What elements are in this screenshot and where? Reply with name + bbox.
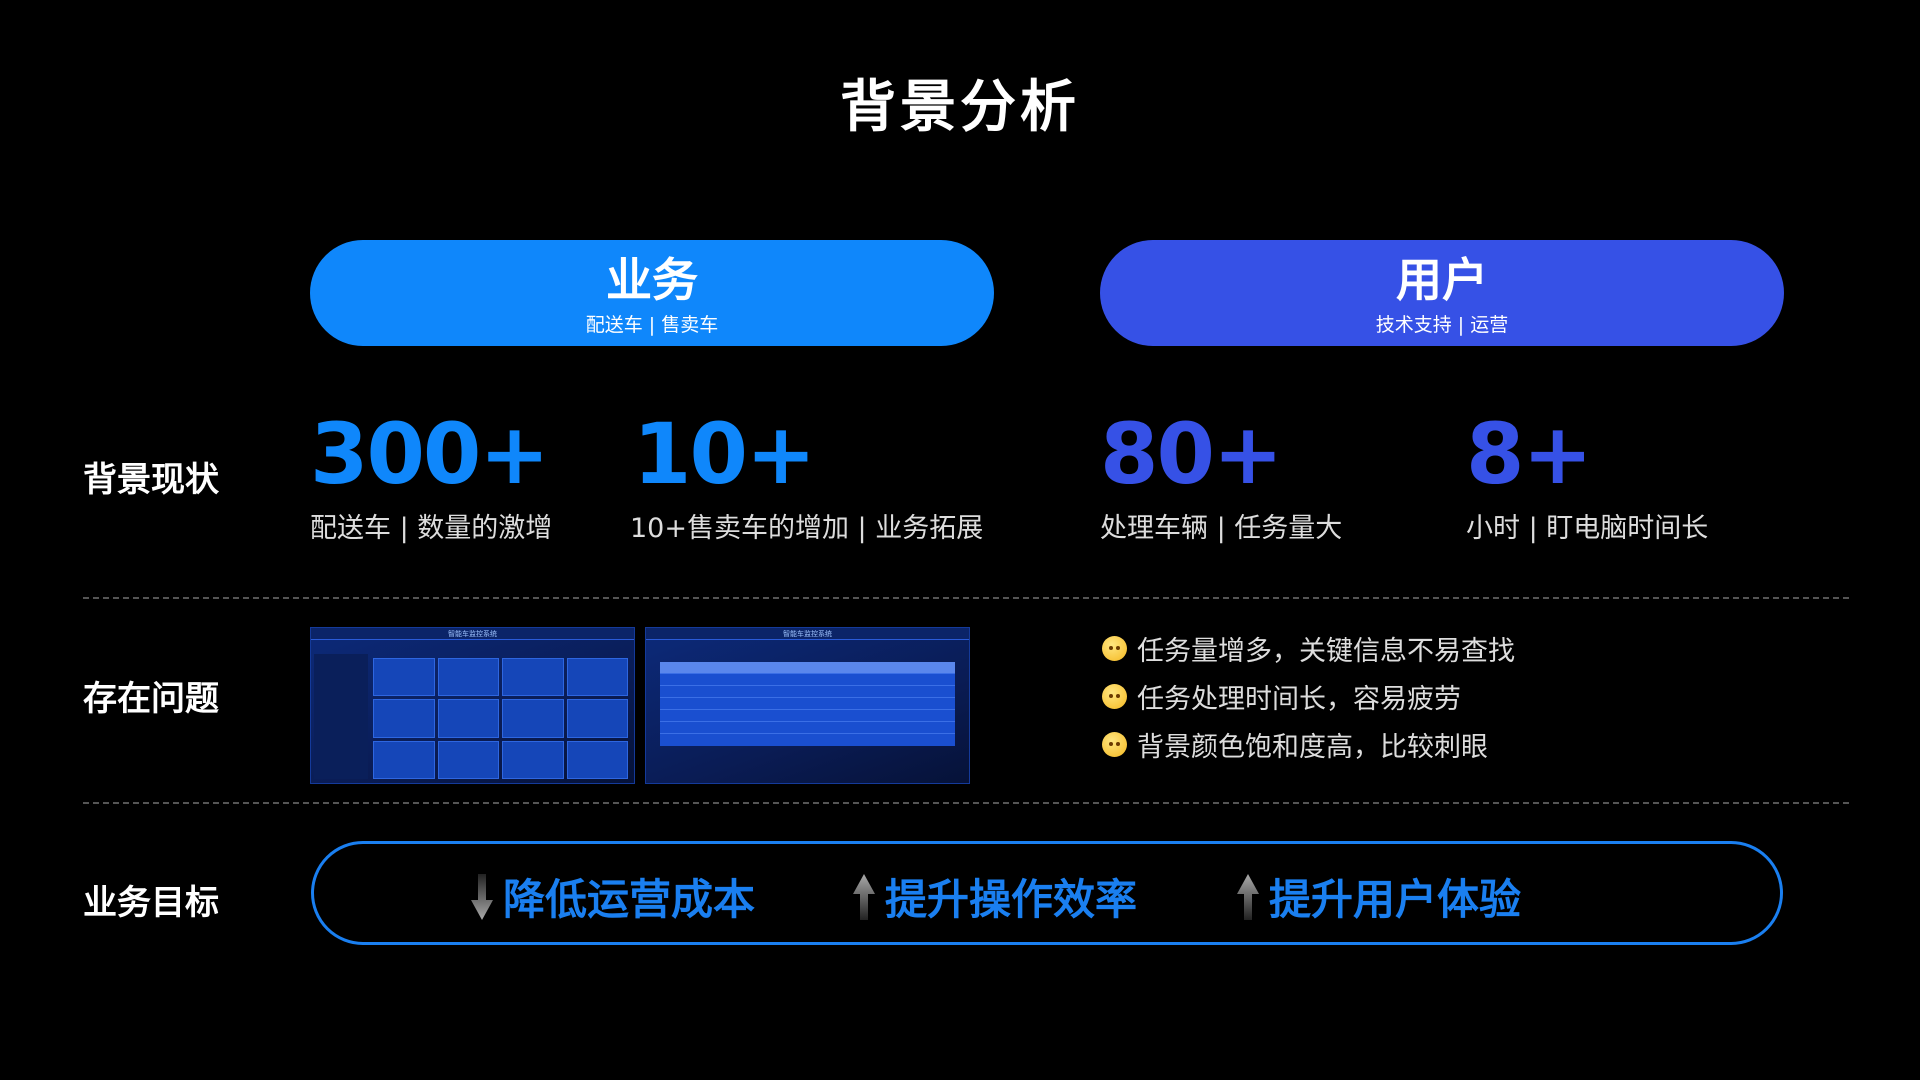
screenshot-title: 智能车监控系统 [448,630,497,638]
stat-caption: 处理车辆 | 任务量大 [1100,513,1343,544]
user-subtitle: 技术支持 | 运营 [1375,314,1509,336]
stat-caption: 小时 | 盯电脑时间长 [1466,513,1709,544]
goal-item: 提升操作效率 [853,866,1137,927]
stat-value: 8+ [1466,405,1593,503]
row-label-goals: 业务目标 [83,883,219,923]
goal-item: 降低运营成本 [471,866,755,927]
screenshot-title: 智能车监控系统 [783,630,832,638]
user-title: 用户 [1396,253,1488,307]
problem-text: 任务量增多，关键信息不易查找 [1137,636,1515,667]
arrow-up-icon [853,873,875,920]
stat-caption: 配送车 | 数量的激增 [310,513,553,544]
problem-item: 任务处理时间长，容易疲劳 [1102,677,1461,716]
arrow-down-icon [471,873,493,920]
stat-value: 80+ [1100,405,1283,503]
problem-item: 背景颜色饱和度高，比较刺眼 [1102,725,1488,764]
emoji-icon [1102,684,1127,709]
emoji-icon [1102,732,1127,757]
problem-item: 任务量增多，关键信息不易查找 [1102,629,1515,668]
row-label-status: 背景现状 [83,460,219,500]
dashboard-screenshot-grid: 智能车监控系统 [310,627,635,784]
goal-text: 提升用户体验 [1269,875,1522,924]
stat-caption: 10+售卖车的增加 | 业务拓展 [630,513,984,544]
dashboard-screenshot-table: 智能车监控系统 [645,627,970,784]
goal-text: 降低运营成本 [503,875,756,924]
divider [83,802,1849,804]
goal-item: 提升用户体验 [1237,866,1521,927]
emoji-icon [1102,636,1127,661]
row-label-problems: 存在问题 [83,679,219,719]
goals-box [311,841,1783,945]
business-title: 业务 [606,253,698,307]
page-title: 背景分析 [840,75,1080,140]
business-subtitle: 配送车 | 售卖车 [585,314,719,336]
stat-value: 10+ [633,405,816,503]
problem-text: 任务处理时间长，容易疲劳 [1137,684,1461,715]
problem-text: 背景颜色饱和度高，比较刺眼 [1137,732,1488,763]
divider [83,597,1849,599]
user-pill: 用户 技术支持 | 运营 [1100,240,1784,346]
stat-value: 300+ [310,405,550,503]
arrow-up-icon [1237,873,1259,920]
business-pill: 业务 配送车 | 售卖车 [310,240,994,346]
goal-text: 提升操作效率 [885,875,1138,924]
